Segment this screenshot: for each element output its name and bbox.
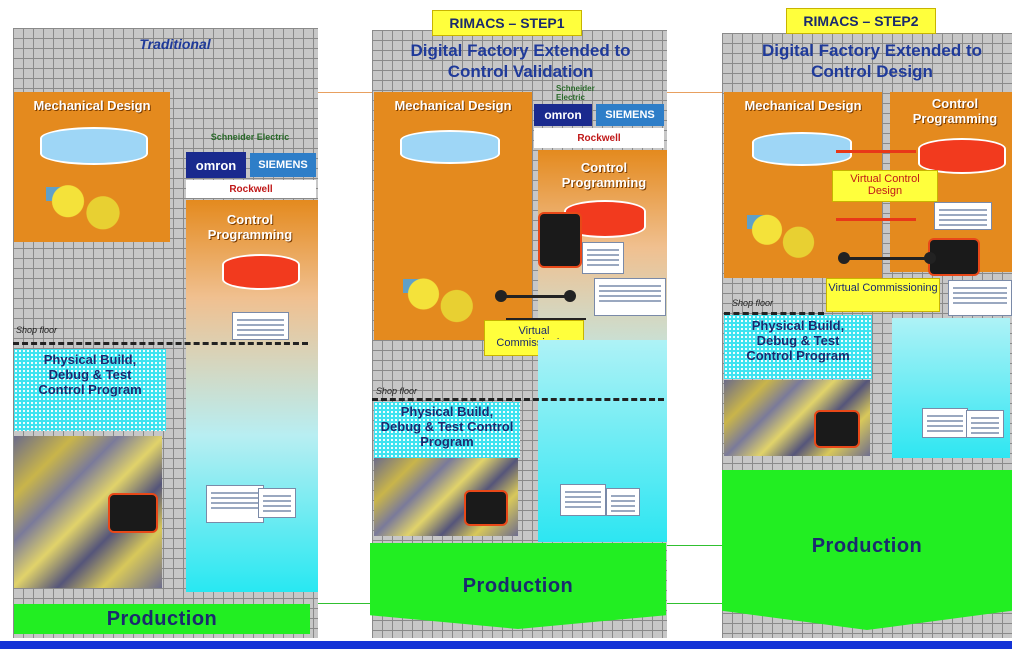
control-programming-label: Control Programming: [207, 212, 293, 242]
plc-cylinder-icon: [918, 138, 1006, 174]
shop-floor-label: Shop floor: [376, 386, 418, 396]
physical-build-label: Physical Build, Debug & Test Control Pro…: [746, 318, 850, 363]
plc-program-badge: [814, 410, 860, 448]
shop-floor-divider: [13, 342, 308, 345]
program-document-icon: [934, 202, 992, 230]
bottom-bar: [0, 641, 1012, 649]
production-label-2: Production: [370, 543, 666, 629]
database-cylinder-icon: [400, 130, 500, 164]
physical-build-label: Physical Build, Debug & Test Control Pro…: [380, 404, 514, 449]
siemens-logo: SIEMENS: [250, 153, 316, 177]
database-cylinder-icon: [40, 127, 148, 165]
program-document-icon: [560, 484, 606, 516]
production-label-1: Production: [14, 604, 310, 634]
control-programming-label: Control Programming: [912, 96, 998, 126]
program-document-icon: [966, 410, 1004, 438]
plc-program-badge: [538, 212, 582, 268]
shop-floor-divider: [372, 398, 664, 401]
database-cylinder-icon: [752, 132, 852, 166]
panel-title-traditional: Traditional: [139, 36, 211, 52]
virtual-link-dot: [495, 290, 507, 302]
siemens-logo: SIEMENS: [596, 104, 664, 126]
schneider-logo: Schneider Electric: [556, 84, 595, 102]
step2-title: Digital Factory Extended to Control Desi…: [761, 41, 983, 81]
plc-cylinder-icon: [222, 254, 300, 290]
schneider-logo: Schneider Electric: [210, 132, 290, 142]
omron-logo: omron: [534, 104, 592, 126]
step2-badge: RIMACS – STEP2: [786, 8, 936, 34]
shop-floor-label: Shop floor: [732, 298, 774, 308]
robot-cell-icon: [395, 270, 490, 330]
program-document-icon: [606, 488, 640, 516]
double-arrow-icon: [836, 218, 916, 221]
virtual-commissioning-box: Virtual Commissioning: [826, 278, 940, 312]
virtual-link-line: [506, 318, 586, 320]
robot-cell-icon: [38, 178, 138, 236]
physical-build-block: [14, 349, 166, 431]
virtual-link-line: [844, 257, 930, 260]
virtual-link-dot: [838, 252, 850, 264]
rockwell-logo: Rockwell: [534, 128, 664, 148]
virtual-link-dot: [924, 252, 936, 264]
shop-floor-label: Shop floor: [16, 325, 58, 335]
physical-build-block: [374, 402, 520, 458]
double-arrow-icon: [836, 150, 916, 153]
rockwell-logo: Rockwell: [186, 180, 316, 198]
mechanical-design-label: Mechanical Design: [744, 98, 862, 113]
physical-build-label: Physical Build, Debug & Test Control Pro…: [38, 352, 142, 397]
omron-logo: omron: [186, 152, 246, 178]
program-document-icon: [922, 408, 968, 438]
program-document-icon: [594, 278, 666, 316]
program-document-icon: [582, 242, 624, 274]
production-label-3: Production: [722, 470, 1012, 630]
shop-floor-divider: [724, 312, 824, 315]
virtual-link-line: [500, 295, 570, 298]
program-document-icon: [258, 488, 296, 518]
program-document-icon: [948, 280, 1012, 316]
virtual-commissioning-box: Virtual Commissioning: [484, 320, 584, 356]
program-document-icon: [206, 485, 264, 523]
robot-cell-icon: [740, 205, 830, 267]
physical-build-block: [724, 315, 872, 379]
control-programming-label: Control Programming: [561, 160, 647, 190]
mechanical-design-label: Mechanical Design: [394, 98, 512, 113]
plc-program-badge: [108, 493, 158, 533]
virtual-link-dot: [564, 290, 576, 302]
program-document-icon: [232, 312, 289, 340]
step1-title: Digital Factory Extended to Control Vali…: [410, 41, 631, 81]
mechanical-design-label: Mechanical Design: [33, 98, 151, 113]
plc-program-badge: [464, 490, 508, 526]
virtual-control-design-box: Virtual Control Design: [832, 170, 938, 202]
step1-badge: RIMACS – STEP1: [432, 10, 582, 36]
connector-line: [650, 545, 770, 546]
